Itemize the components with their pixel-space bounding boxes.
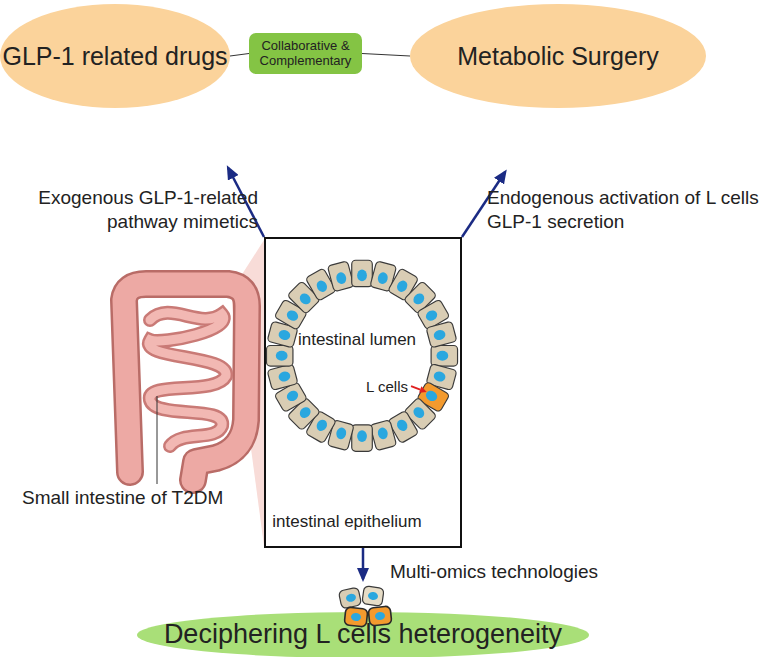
node-text-group: GLP-1 related drugs: [0, 4, 230, 108]
node-text: Metabolic Surgery: [453, 42, 662, 71]
colon-body: [124, 284, 247, 480]
cell-nucleus: [357, 270, 367, 282]
link-line: [362, 54, 410, 57]
cell-nucleus: [278, 370, 292, 383]
cell-nucleus: [367, 591, 378, 600]
cell-body: [370, 420, 397, 451]
sample-cell: [338, 587, 361, 609]
cell-body: [362, 586, 384, 607]
cell-nucleus: [335, 426, 348, 440]
cell-nucleus: [395, 418, 409, 433]
cell-body: [338, 587, 361, 609]
epithelium-label: intestinal epithelium: [272, 512, 421, 532]
edge-label: Multi-omics technologies: [390, 560, 620, 584]
cell-nucleus: [411, 405, 426, 420]
ellipse-fill: [410, 4, 706, 108]
surgery-ellipse: Metabolic Surgery: [410, 4, 706, 108]
outcome-ellipse: Deciphering L cells heterogeneity: [137, 612, 589, 657]
small-intestine-outline: [149, 313, 226, 446]
cell-nucleus: [424, 308, 439, 322]
epithelial-cell: [352, 425, 373, 451]
cell-nucleus: [298, 291, 313, 306]
cell-nucleus: [345, 593, 356, 603]
node-text: Deciphering L cells heterogeneity: [160, 619, 566, 650]
cell-body: [266, 345, 292, 366]
cell-body: [267, 364, 298, 391]
pointer-arrow-head: [419, 386, 427, 392]
cell-body: [344, 607, 368, 627]
cell-nucleus: [377, 271, 390, 285]
cell-nucleus: [436, 351, 448, 361]
cell-nucleus: [375, 611, 386, 620]
sample-cell: [362, 586, 384, 607]
cell-nucleus: [315, 279, 329, 294]
cell-body: [368, 606, 392, 626]
relation-box: Collaborative & Complementary: [249, 33, 362, 74]
epithelium-box: intestinal lumen intestinal epithelium: [264, 237, 462, 548]
cell-nucleus: [433, 329, 447, 342]
cell-nucleus: [278, 329, 292, 342]
cell-nucleus: [357, 430, 367, 442]
edge-label: Exogenous GLP-1-related pathway mimetics: [0, 186, 258, 234]
cell-nucleus: [433, 370, 447, 383]
lumen-label: intestinal lumen: [298, 330, 416, 350]
epithelial-cell: [370, 420, 397, 451]
cell-nucleus: [335, 271, 348, 285]
colon-outline: [124, 284, 247, 480]
cell-body: [352, 425, 373, 451]
small-intestine-body: [149, 313, 226, 446]
epithelial-cell: [426, 321, 457, 348]
cell-nucleus: [276, 351, 288, 361]
cell-nucleus: [315, 418, 329, 433]
cell-nucleus: [298, 405, 313, 420]
node-text-group: Deciphering L cells heterogeneity: [137, 612, 589, 657]
node-text: GLP-1 related drugs: [0, 42, 232, 71]
epithelial-cell: [267, 364, 298, 391]
organ-label: Small intestine of T2DM: [22, 486, 223, 510]
flow-arrow: [362, 548, 365, 579]
cell-nucleus: [285, 308, 300, 322]
sample-l-cell: [368, 606, 392, 626]
link-line: [230, 54, 249, 57]
cell-body: [431, 345, 457, 366]
pointer-arrow-line: [411, 386, 420, 389]
epithelial-cell: [431, 345, 457, 366]
ellipse-fill: [137, 612, 589, 657]
cell-body: [426, 321, 457, 348]
epithelium-ring: [266, 239, 460, 546]
cell-nucleus: [411, 291, 426, 306]
epithelial-cell: [352, 260, 373, 286]
cell-nucleus: [377, 426, 390, 440]
node-text: Collaborative & Complementary: [249, 39, 362, 69]
leader-line: [157, 396, 158, 484]
cell-nucleus: [424, 389, 439, 403]
cell-nucleus: [395, 279, 409, 294]
node-text-group: Collaborative & Complementary: [249, 33, 362, 74]
cell-body: [327, 261, 354, 292]
callout-label: L cells: [366, 378, 408, 397]
cell-nucleus: [285, 389, 300, 403]
sample-l-cell: [344, 607, 368, 627]
drug-ellipse: GLP-1 related drugs: [0, 4, 230, 108]
edge-label: Endogenous activation of L cells GLP-1 s…: [487, 186, 768, 234]
epithelial-cell: [327, 261, 354, 292]
cell-nucleus: [351, 612, 362, 621]
node-text-group: Metabolic Surgery: [410, 4, 706, 108]
epithelial-cell: [266, 345, 292, 366]
cell-body: [352, 260, 373, 286]
